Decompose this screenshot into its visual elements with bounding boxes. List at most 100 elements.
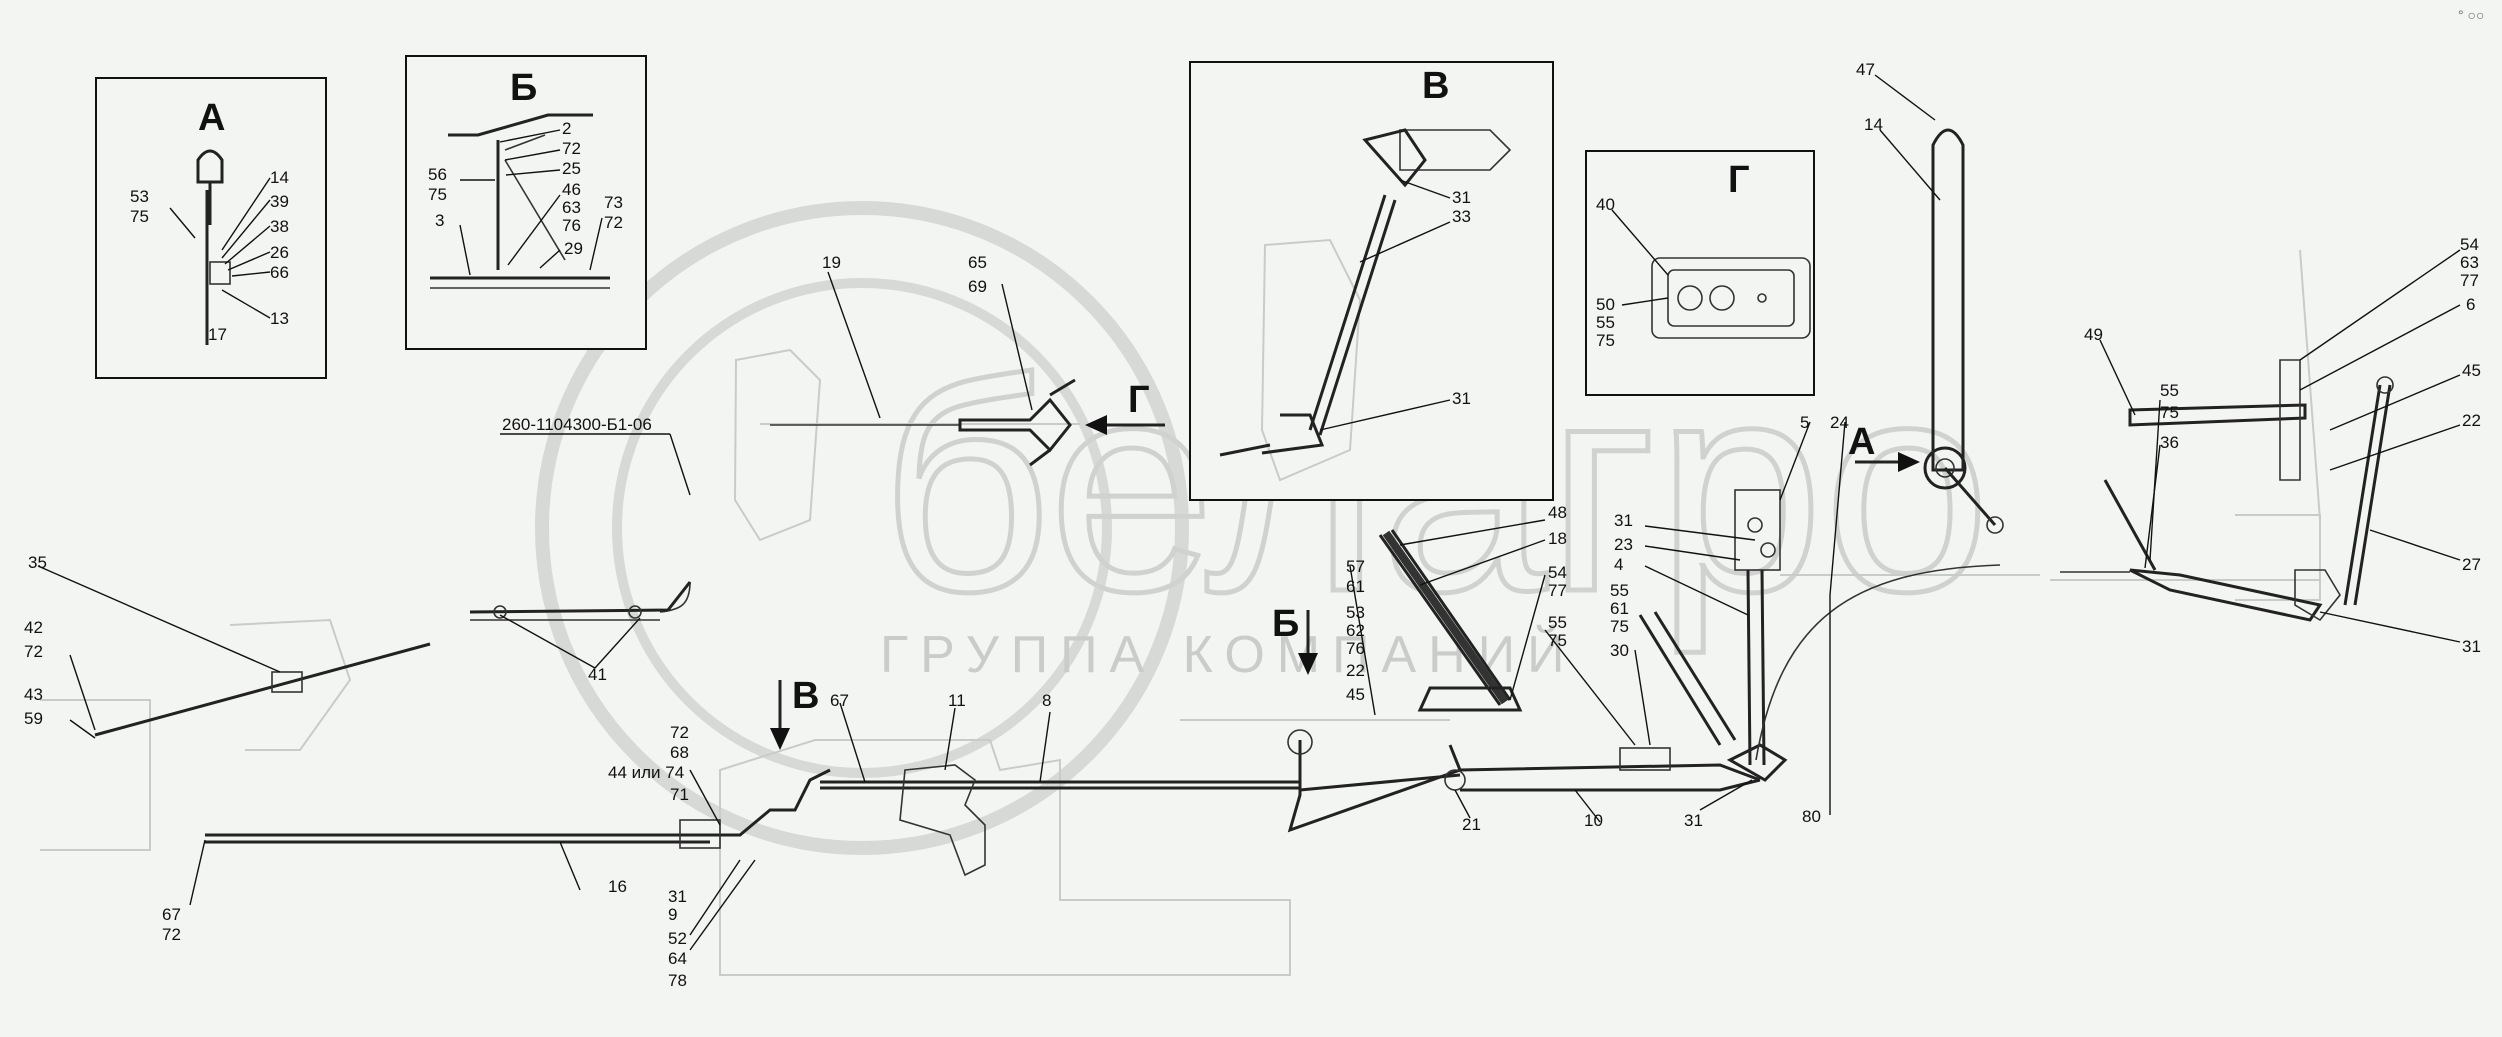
callout-42: 42	[24, 618, 43, 637]
callout-b-75: 75	[428, 185, 447, 204]
callout-11: 11	[948, 691, 966, 710]
callout-b-2: 2	[562, 119, 571, 138]
callout-71: 71	[670, 785, 689, 804]
callout-b-63: 63	[562, 198, 581, 217]
callout-18: 18	[1548, 529, 1567, 548]
callout-54b: 54	[2460, 235, 2479, 254]
callout-part-no: 260-1104300-Б1-06	[502, 415, 652, 434]
callout-75a: 75	[1548, 631, 1567, 650]
inset-a: А 53 75 14 39 38 26 66 13 17	[95, 77, 327, 379]
callout-9: 9	[668, 905, 677, 924]
view-arrow-a: А	[1848, 421, 1875, 463]
callout-55a: 55	[1548, 613, 1567, 632]
callout-b-72: 72	[562, 139, 581, 158]
callout-31d: 31	[2462, 637, 2481, 656]
callout-23: 23	[1614, 535, 1633, 554]
callout-52: 52	[668, 929, 687, 948]
callout-a-26: 26	[270, 243, 289, 262]
callout-a-38: 38	[270, 217, 289, 236]
callout-g-40: 40	[1596, 195, 1615, 214]
inset-v: В 31 33 31	[1189, 61, 1554, 501]
callout-61a: 61	[1346, 577, 1365, 596]
callout-43: 43	[24, 685, 43, 704]
callout-a-53: 53	[130, 187, 149, 206]
callout-45a: 45	[1346, 685, 1365, 704]
callout-5: 5	[1800, 413, 1809, 432]
corner-mark: ° ○○	[2458, 7, 2484, 23]
callout-31a: 31	[668, 887, 687, 906]
callout-8: 8	[1042, 691, 1051, 710]
callout-21: 21	[1462, 815, 1481, 834]
callout-48: 48	[1548, 503, 1567, 522]
inset-g-title: Г	[1728, 159, 1750, 201]
callout-63: 63	[2460, 253, 2479, 272]
callout-a-13: 13	[270, 309, 289, 328]
view-arrows: Г В Б А	[770, 379, 1920, 750]
view-arrow-g: Г	[1128, 379, 1150, 421]
callout-19: 19	[822, 253, 841, 272]
callout-45b: 45	[2462, 361, 2481, 380]
callout-4: 4	[1614, 555, 1623, 574]
callout-44: 44 или 74	[608, 763, 684, 782]
callout-a-75: 75	[130, 207, 149, 226]
callout-72b: 72	[670, 723, 689, 742]
callout-67a: 67	[830, 691, 849, 710]
inset-a-title: А	[198, 97, 225, 139]
callout-64: 64	[668, 949, 687, 968]
callout-55c: 55	[2160, 381, 2179, 400]
callout-65: 65	[968, 253, 987, 272]
callout-b-46: 46	[562, 180, 581, 199]
callout-g-50: 50	[1596, 295, 1615, 314]
callout-b-72b: 72	[604, 213, 623, 232]
callout-31b: 31	[1614, 511, 1633, 530]
callout-57: 57	[1346, 557, 1365, 576]
callout-g-55: 55	[1596, 313, 1615, 332]
main-assembly	[94, 128, 2394, 877]
callout-16: 16	[608, 877, 627, 896]
callout-b-73: 73	[604, 193, 623, 212]
callout-22b: 22	[2462, 411, 2481, 430]
callout-24: 24	[1830, 413, 1849, 432]
callout-v-31b: 31	[1452, 389, 1471, 408]
callout-a-39: 39	[270, 192, 289, 211]
inset-b: Б 2 72 25 56 75 46 63 76 73 72 3 29	[405, 55, 647, 350]
callout-a-14: 14	[270, 168, 289, 187]
callout-77a: 77	[1548, 581, 1567, 600]
inset-v-title: В	[1422, 65, 1449, 107]
callout-77b: 77	[2460, 271, 2479, 290]
callout-36: 36	[2160, 433, 2179, 452]
callout-62: 62	[1346, 621, 1365, 640]
callout-30: 30	[1610, 641, 1629, 660]
view-arrow-b: Б	[1272, 603, 1299, 645]
callout-b-25: 25	[562, 159, 581, 178]
inset-g: Г 40 50 55 75	[1585, 150, 1815, 396]
callout-a-66: 66	[270, 263, 289, 282]
inset-b-title: Б	[510, 67, 537, 109]
main-callouts: 19 65 69 260-1104300-Б1-06 35 42 72 43 5…	[24, 60, 2481, 990]
callout-14: 14	[1864, 115, 1883, 134]
callout-31c: 31	[1684, 811, 1703, 830]
callout-27: 27	[2462, 555, 2481, 574]
callout-72c: 72	[162, 925, 181, 944]
callout-76: 76	[1346, 639, 1365, 658]
callout-b-76: 76	[562, 216, 581, 235]
callout-80: 80	[1802, 807, 1821, 826]
callout-68: 68	[670, 743, 689, 762]
callout-54a: 54	[1548, 563, 1567, 582]
callout-61b: 61	[1610, 599, 1629, 618]
callout-53: 53	[1346, 603, 1365, 622]
callout-72a: 72	[24, 642, 43, 661]
callout-6: 6	[2466, 295, 2475, 314]
callout-b-3: 3	[435, 211, 444, 230]
body-outline	[40, 249, 2321, 976]
callout-b-56: 56	[428, 165, 447, 184]
view-arrow-v: В	[792, 675, 819, 717]
callout-b-29: 29	[564, 239, 583, 258]
callout-35: 35	[28, 553, 47, 572]
callout-78: 78	[668, 971, 687, 990]
callout-47: 47	[1856, 60, 1875, 79]
callout-75c: 75	[2160, 403, 2179, 422]
callout-59: 59	[24, 709, 43, 728]
callout-75b: 75	[1610, 617, 1629, 636]
